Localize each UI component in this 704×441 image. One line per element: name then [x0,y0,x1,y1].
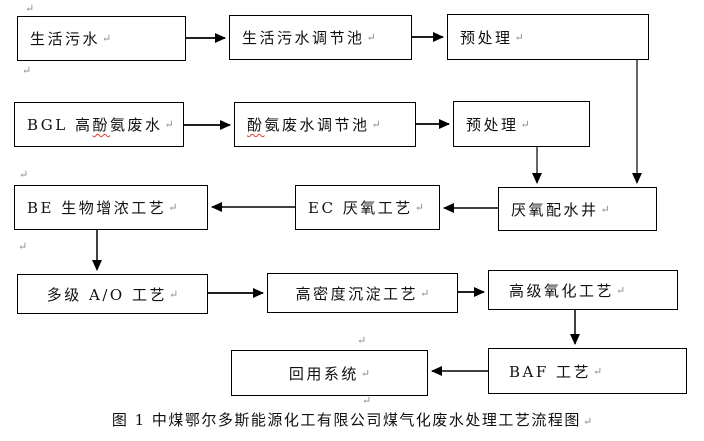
return-mark-floating: ↵ [362,394,372,407]
return-mark-floating: ↵ [22,64,32,77]
node-pretreatment-1: 预处理↵ [447,14,649,60]
node-label: 多级 A/O 工艺 [46,285,167,304]
node-label: 预处理 [460,28,513,47]
return-mark: ↵ [164,118,174,131]
node-pretreatment-2: 预处理↵ [453,101,590,147]
node-be-bio-concentration: BE 生物增浓工艺↵ [14,185,208,230]
node-domestic-regulating-pool: 生活污水调节池↵ [229,15,412,60]
return-mark: ↵ [600,202,610,216]
node-ec-anaerobic: EC 厌氧工艺↵ [295,185,440,230]
node-high-density-sedimentation: 高密度沉淀工艺↵ [267,273,458,313]
node-label-pre: BGL 高 [27,116,93,134]
return-mark-floating: ↵ [357,334,367,347]
node-label: 高级氧化工艺 [509,281,615,300]
return-mark: ↵ [593,364,603,378]
return-mark: ↵ [520,117,530,131]
node-label: EC 厌氧工艺 [308,199,413,217]
return-mark: ↵ [102,32,112,45]
node-domestic-sewage: 生活污水↵ [17,16,186,61]
node-baf-process: BAF 工艺↵ [488,348,687,394]
figure-caption: 图 1 中煤鄂尔多斯能源化工有限公司煤气化废水处理工艺流程图↵ [0,409,704,430]
node-label: 预处理 [466,115,519,134]
node-label: 生活污水调节池 [242,29,365,47]
return-mark-floating: ↵ [25,2,35,15]
node-label-misspelled: 酚 [92,116,111,134]
return-mark: ↵ [582,415,593,428]
node-label-post: 氨废水调节池 [264,116,370,134]
return-mark: ↵ [616,283,626,297]
return-mark: ↵ [168,201,178,214]
node-phenol-regulating-pool: 酚氨废水调节池↵ [234,102,416,147]
return-mark: ↵ [514,30,524,44]
figure-caption-text: 图 1 中煤鄂尔多斯能源化工有限公司煤气化废水处理工艺流程图 [111,411,581,429]
node-label: 生活污水 [30,30,101,48]
node-advanced-oxidation: 高级氧化工艺↵ [488,270,678,310]
node-label-post: 氨废水 [110,116,163,134]
node-label: BE 生物增浓工艺 [27,199,167,217]
return-mark: ↵ [420,286,430,300]
node-label-misspelled: 酚 [247,116,265,134]
return-mark-floating: ↵ [18,240,28,253]
node-label: 高密度沉淀工艺 [295,284,419,303]
node-multistage-ao: 多级 A/O 工艺↵ [17,274,208,314]
node-reuse-system: 回用系统↵ [231,350,428,396]
return-mark-floating: ↵ [19,168,29,181]
node-label: 回用系统 [288,364,359,383]
return-mark: ↵ [169,287,179,301]
node-anaerobic-distribution-well: 厌氧配水井↵ [498,187,657,231]
node-label: 厌氧配水井 [511,200,599,219]
return-mark: ↵ [366,31,376,44]
return-mark: ↵ [414,201,424,214]
node-label: BAF 工艺 [509,362,592,381]
node-bgl-wastewater: BGL 高酚氨废水↵ [14,102,184,147]
return-mark: ↵ [371,118,381,131]
return-mark: ↵ [360,366,371,380]
